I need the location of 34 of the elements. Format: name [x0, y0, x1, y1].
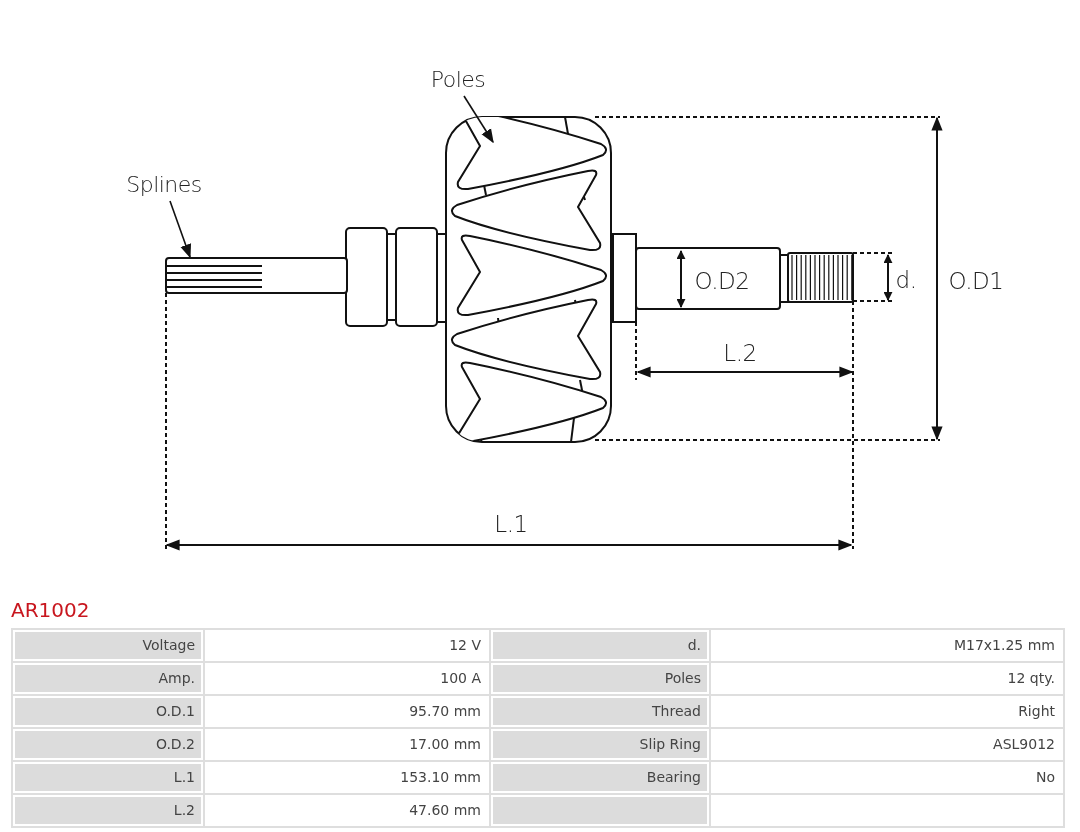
spec-name-cell: Bearing [491, 762, 709, 793]
spec-name-cell: O.D.2 [13, 729, 203, 760]
spec-value-cell: M17x1.25 mm [711, 630, 1063, 661]
callout-label: Splines [126, 174, 202, 196]
spec-value-cell: 153.10 mm [205, 762, 489, 793]
dimension-label: O.D2 [694, 269, 750, 293]
spec-name-cell: Slip Ring [491, 729, 709, 760]
spec-name-cell: O.D.1 [13, 696, 203, 727]
dimension-label: d. [895, 268, 917, 292]
spec-value-cell: Right [711, 696, 1063, 727]
spline-shaft-end-drawing [165, 257, 348, 294]
spec-name-cell: Voltage [13, 630, 203, 661]
dimension-label: O.D1 [948, 269, 1004, 293]
spec-name-cell: L.1 [13, 762, 203, 793]
spec-value-cell: 12 V [205, 630, 489, 661]
spec-value-cell: 100 A [205, 663, 489, 694]
claw-pole-rotor-drawing [445, 116, 612, 443]
dimension-label: L.2 [723, 341, 757, 365]
part-number-heading: AR1002 [11, 598, 90, 622]
spec-value-cell: 95.70 mm [205, 696, 489, 727]
spec-value-cell: 47.60 mm [205, 795, 489, 826]
spec-name-cell: Poles [491, 663, 709, 694]
leader-line [169, 200, 192, 259]
callout-label: Poles [430, 69, 486, 91]
dimension-label: L.1 [494, 512, 528, 536]
spec-value-cell: ASL9012 [711, 729, 1063, 760]
spec-name-cell: d. [491, 630, 709, 661]
spec-name-cell: L.2 [13, 795, 203, 826]
leader-line [463, 95, 494, 144]
spec-value-cell: 12 qty. [711, 663, 1063, 694]
spec-value-cell: No [711, 762, 1063, 793]
spec-value-cell: 17.00 mm [205, 729, 489, 760]
spec-name-cell: Thread [491, 696, 709, 727]
spec-name-cell: Amp. [13, 663, 203, 694]
